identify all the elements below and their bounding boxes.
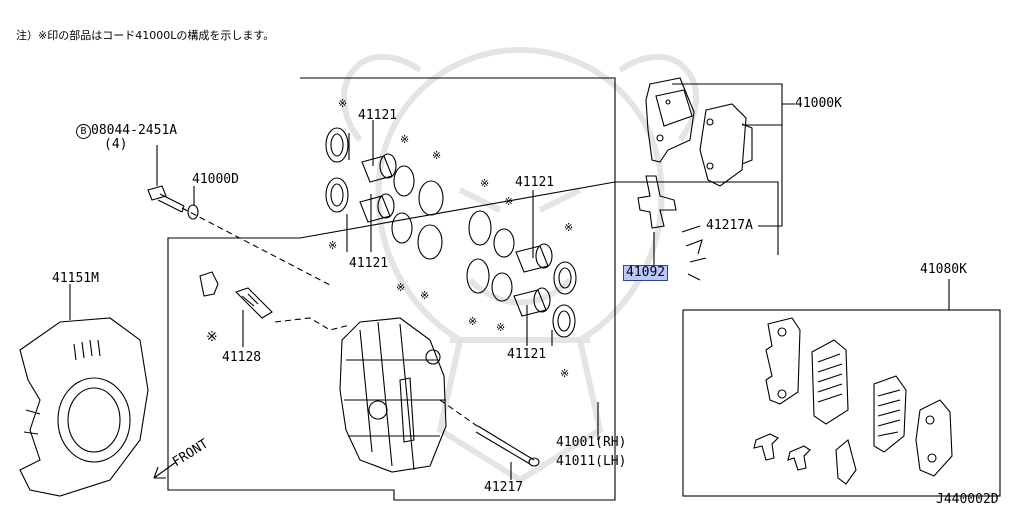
kit-mark: ※ [564, 221, 574, 234]
pad-kit-shim [835, 439, 857, 485]
part-label-41217[interactable]: 41217 [484, 480, 524, 495]
ring-right-lower [491, 272, 513, 302]
kit-mark: ※ [480, 177, 490, 190]
brake-pad-front [645, 77, 695, 163]
kit-mark: ※ [396, 281, 406, 294]
watermark-emblem [340, 46, 700, 484]
part-label-41217A[interactable]: 41217A [706, 218, 753, 233]
part-label-41121-c[interactable]: 41121 [515, 175, 555, 190]
piston-right-lower [513, 287, 551, 317]
piston-upper [361, 153, 397, 183]
part-label-41092-highlighted[interactable]: 41092 [622, 265, 669, 281]
seal-right-upper [553, 261, 577, 295]
leader-41121-d [526, 305, 553, 346]
seal-right-lower [552, 304, 576, 338]
kit-mark: ※ [560, 367, 570, 380]
part-label-41128[interactable]: 41128 [222, 350, 262, 365]
boot-upper [418, 180, 444, 216]
caliper-body [339, 317, 447, 473]
boot-right-upper [468, 210, 492, 246]
leader-41000K [672, 83, 795, 227]
piston-right-upper [515, 243, 553, 273]
pad-kit-pad-3 [873, 375, 907, 453]
ring-lower [391, 212, 413, 244]
ring-upper [393, 165, 415, 197]
front-arrow [153, 461, 177, 479]
seal-ring-upper-left [325, 127, 349, 163]
bolt-quantity: (4) [104, 137, 128, 152]
leader-41121-b [346, 194, 372, 252]
kit-mark: ※ [420, 289, 430, 302]
bolt-part [147, 185, 185, 213]
kit-mark: ※ [400, 133, 410, 146]
part-label-41121-b[interactable]: 41121 [349, 256, 389, 271]
kit-mark: ※ [432, 149, 442, 162]
kit-mark: ※ [338, 97, 348, 110]
pad-kit-pad-1 [765, 317, 801, 405]
kit-mark: ※ [504, 195, 514, 208]
leader-41121-a [348, 120, 374, 166]
pad-kit-clip-2 [787, 445, 811, 471]
diagram-id: J440002D [936, 492, 999, 507]
bleeder-part [199, 271, 273, 319]
part-label-41001[interactable]: 41001(RH) [556, 435, 627, 450]
part-label-41000K[interactable]: 41000K [795, 96, 842, 111]
brake-pad-rear [699, 103, 753, 187]
assembly-line-pin [439, 399, 481, 429]
caliper-kit-outline [167, 77, 779, 501]
kit-mark: ※ [496, 321, 506, 334]
assembly-line-bolt [181, 207, 331, 286]
pad-kit-pad-2 [811, 339, 849, 425]
boot-right-lower [466, 258, 490, 294]
kit-mark: ※ [468, 315, 478, 328]
part-label-41121-a[interactable]: 41121 [358, 108, 398, 123]
part-label-41151M[interactable]: 41151M [52, 271, 99, 286]
boot-lower [417, 224, 443, 260]
pad-pin [475, 425, 540, 467]
part-label-41080K[interactable]: 41080K [920, 262, 967, 277]
part-label-41000D[interactable]: 41000D [192, 172, 239, 187]
pad-kit-pad-4 [915, 399, 953, 477]
part-label-41011[interactable]: 41011(LH) [556, 454, 627, 469]
part-label-41121-d[interactable]: 41121 [507, 347, 547, 362]
anti-squeal-shim [637, 175, 707, 281]
seal-ring-lower-left [325, 177, 349, 213]
kit-mark: ※ [328, 239, 338, 252]
pad-kit-clip-1 [753, 433, 779, 461]
kit-mark: ※ [206, 329, 218, 345]
bolt-part-number: 08044-2451A [91, 123, 178, 138]
dust-shield [19, 317, 149, 497]
diagram-note: 注）※印の部品はコード41000Lの構成を示します。 [16, 29, 275, 42]
ring-right-upper [493, 228, 515, 258]
bolt-circle-b-icon: B [76, 124, 91, 139]
washer-part [187, 204, 199, 220]
assembly-line-bleeder [274, 317, 351, 331]
piston-lower [359, 193, 395, 223]
pad-kit-box [682, 309, 1001, 497]
